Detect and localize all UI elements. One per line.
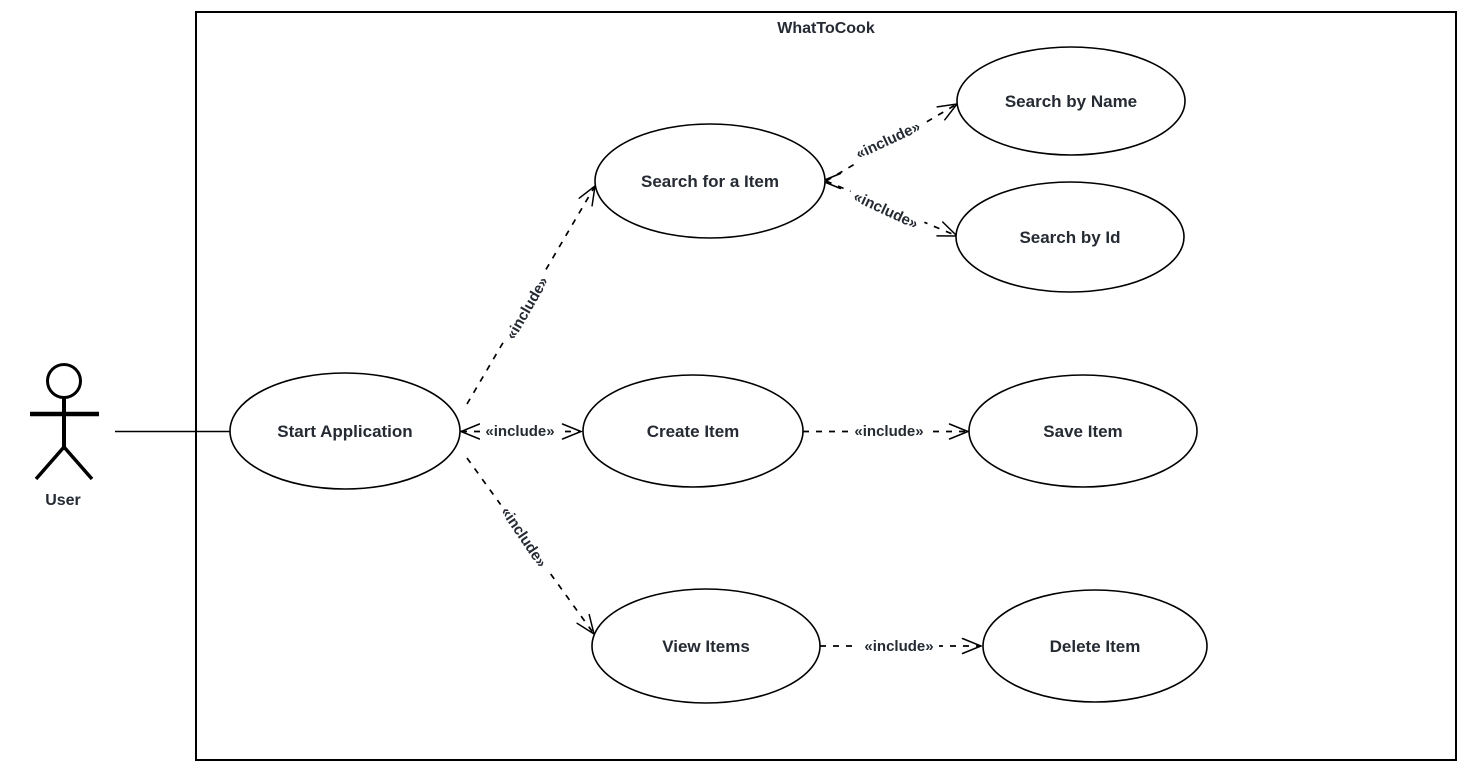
actor-right-leg — [62, 445, 94, 481]
system-title: WhatToCook — [777, 20, 875, 37]
actor-left-leg — [34, 445, 66, 481]
use-case-view-items: View Items — [591, 588, 821, 704]
system-boundary — [195, 11, 1457, 761]
include-label-view-to-delete: «include» — [859, 636, 939, 656]
use-case-ellipse — [955, 181, 1185, 293]
include-label-start-to-create: «include» — [480, 421, 560, 441]
include-label-text: «include» — [503, 274, 552, 342]
use-case-search-for-a-item: Search for a Item — [594, 123, 826, 239]
include-label-text: «include» — [497, 504, 550, 571]
use-case-label: Start Application — [277, 422, 412, 441]
label-background — [859, 636, 939, 656]
label-background — [847, 114, 929, 166]
arrowhead-into-save-item — [948, 423, 970, 440]
label-background — [849, 421, 929, 441]
label-background — [845, 184, 927, 236]
label-background — [493, 498, 555, 576]
actor-label: User — [45, 492, 81, 509]
use-case-start-application: Start Application — [229, 372, 461, 490]
include-label-create-to-save: «include» — [849, 421, 929, 441]
include-label-text: «include» — [864, 638, 933, 655]
include-label-text: «include» — [485, 423, 554, 440]
arrowhead-into-delete-item — [961, 637, 983, 655]
use-case-ellipse — [968, 374, 1198, 488]
use-case-ellipse — [591, 588, 821, 704]
use-case-label: Search by Name — [1005, 92, 1137, 111]
include-label-start-to-search: «include» — [498, 268, 556, 348]
include-label-search-to-byname: «include» — [847, 114, 929, 166]
arrowhead-into-search-by-id — [936, 221, 959, 237]
use-case-label: Save Item — [1043, 422, 1122, 441]
arrowhead-into-create-item — [561, 423, 583, 440]
use-case-label: Search by Id — [1019, 228, 1120, 247]
actor-head — [46, 363, 82, 399]
include-edge-start-to-search — [466, 185, 596, 405]
arrowhead-into-start-application — [459, 423, 481, 440]
use-case-ellipse — [956, 46, 1186, 156]
include-label-search-to-byid: «include» — [845, 184, 927, 236]
use-case-save-item: Save Item — [968, 374, 1198, 488]
include-edge-search-to-byid — [825, 180, 958, 237]
use-case-search-by-id: Search by Id — [955, 181, 1185, 293]
include-label-text: «include» — [854, 423, 923, 440]
include-label-start-to-view: «include» — [493, 498, 555, 576]
use-case-search-by-name: Search by Name — [956, 46, 1186, 156]
use-case-label: View Items — [662, 637, 750, 656]
label-background — [480, 421, 560, 441]
use-case-delete-item: Delete Item — [982, 589, 1208, 703]
use-case-ellipse — [229, 372, 461, 490]
use-case-ellipse — [594, 123, 826, 239]
use-case-ellipse — [582, 374, 804, 488]
label-background — [498, 268, 556, 348]
use-case-label: Create Item — [647, 422, 740, 441]
use-case-ellipse — [982, 589, 1208, 703]
use-case-label: Delete Item — [1050, 637, 1141, 656]
use-case-create-item: Create Item — [582, 374, 804, 488]
actor-user: User — [30, 363, 99, 509]
use-case-label: Search for a Item — [641, 172, 779, 191]
